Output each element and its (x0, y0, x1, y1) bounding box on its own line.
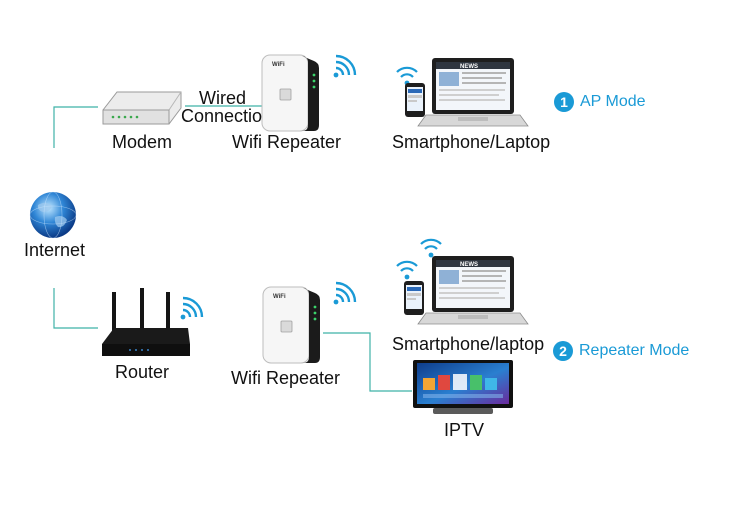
wifi-repeater-icon: WiFi (261, 54, 319, 132)
ap-mode-indicator: 1 AP Mode (554, 92, 646, 112)
svg-text:WiFi: WiFi (272, 62, 285, 68)
wifi-repeater-icon: WiFi (262, 286, 320, 364)
modem-label: Modem (112, 132, 173, 152)
globe-icon (29, 191, 77, 239)
svg-text:WiFi: WiFi (273, 294, 286, 300)
internet-to-router-line (53, 288, 98, 329)
router-label: Router (115, 362, 170, 382)
wifi-repeater-label: Wifi Repeater (231, 368, 341, 388)
smartphone-laptop-label: Smartphone/laptop (392, 334, 545, 354)
repeater-mode-label: Repeater Mode (579, 342, 690, 359)
news-screen-text: NEWS (460, 64, 478, 70)
smartphone-laptop-label: Smartphone/Laptop (392, 132, 551, 152)
smartphone-icon (404, 281, 424, 315)
internet-to-modem-line (53, 106, 98, 148)
internet-label: Internet (24, 240, 86, 260)
iptv-icon (413, 360, 513, 414)
laptop-icon: NEWS (417, 256, 529, 325)
wired-connection-label-line2: Connection (181, 106, 273, 126)
laptop-icon: NEWS (417, 58, 529, 127)
wifi-repeater-label: Wifi Repeater (232, 132, 342, 152)
news-screen-text: NEWS (460, 262, 478, 268)
wifi-signal-icon (396, 260, 418, 280)
smartphone-icon (405, 83, 425, 117)
wifi-signal-icon (333, 54, 357, 78)
iptv-label: IPTV (444, 420, 485, 440)
wifi-signal-icon (420, 238, 442, 258)
wired-connection-label-line1: Wired (199, 88, 247, 108)
repeater-to-iptv-line (323, 332, 412, 392)
repeater-mode-indicator: 2 Repeater Mode (553, 341, 689, 361)
mode-number-badge: 2 (553, 341, 573, 361)
mode-number-badge: 1 (554, 92, 574, 112)
ap-mode-label: AP Mode (580, 93, 646, 110)
modem-icon (102, 91, 182, 125)
wifi-signal-icon (180, 296, 204, 320)
wifi-signal-icon (333, 281, 357, 305)
router-icon (102, 288, 190, 356)
